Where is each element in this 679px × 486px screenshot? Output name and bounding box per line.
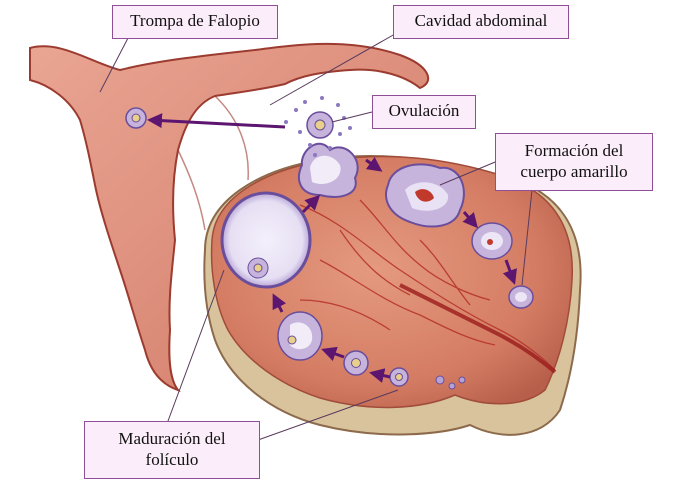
- arrow-corpus-to-luteum: [462, 211, 478, 229]
- rupturing-follicle: [298, 142, 359, 198]
- primordial-follicles: [435, 375, 466, 390]
- main-vessel: [399, 283, 557, 374]
- arrow-rupture-to-corpus: [365, 156, 383, 172]
- secondary-follicle: [343, 350, 369, 376]
- arrow-primary-to-secondary: [369, 368, 391, 383]
- label-text: Cavidad abdominal: [414, 11, 548, 30]
- leader-formacion-1: [439, 159, 501, 186]
- leader-formacion-2: [521, 189, 533, 286]
- released-ovum: [306, 111, 334, 139]
- cycle-arrows: [147, 113, 517, 383]
- label-text-line2: folículo: [145, 450, 199, 469]
- arrow-ovum-to-tube: [147, 113, 286, 129]
- leader-ovulacion: [331, 111, 373, 123]
- corpus-albicans: [508, 285, 534, 309]
- label-text: Ovulación: [388, 101, 460, 120]
- arrow-antral-to-mature: [272, 293, 287, 313]
- label-cavidad-abdominal: Cavidad abdominal: [393, 5, 569, 39]
- corpus-luteum: [471, 222, 513, 260]
- leader-lines: [99, 29, 533, 441]
- label-text-line1: Formación del: [524, 141, 624, 160]
- label-formacion-cuerpo-amarillo: Formación del cuerpo amarillo: [495, 133, 653, 191]
- label-text: Trompa de Falopio: [130, 11, 260, 30]
- mature-follicle: [220, 191, 312, 289]
- arrow-mature-to-rupture: [301, 194, 321, 214]
- label-text-line2: cuerpo amarillo: [520, 162, 628, 181]
- blood-vessels: [299, 199, 556, 371]
- label-trompa-de-falopio: Trompa de Falopio: [112, 5, 278, 39]
- leader-maduracion-1: [167, 269, 225, 422]
- corpus-luteum-forming: [385, 163, 465, 228]
- fimbria-edge: [177, 95, 249, 231]
- primary-follicle: [389, 367, 409, 387]
- arrow-luteum-to-albicans: [502, 259, 517, 285]
- label-ovulacion: Ovulación: [372, 95, 476, 129]
- label-text-line1: Maduración del: [118, 429, 226, 448]
- label-maduracion-foliculo: Maduración del folículo: [84, 421, 260, 479]
- arrow-secondary-to-antral: [321, 346, 345, 362]
- leader-cavidad: [269, 29, 403, 106]
- leader-maduracion-2: [257, 389, 399, 441]
- fallopian-tube: [29, 42, 430, 393]
- scattered-granulosa-cells: [284, 96, 352, 157]
- antral-follicle: [277, 311, 323, 361]
- leader-trompa: [99, 37, 129, 93]
- ovum-in-tube: [125, 107, 147, 129]
